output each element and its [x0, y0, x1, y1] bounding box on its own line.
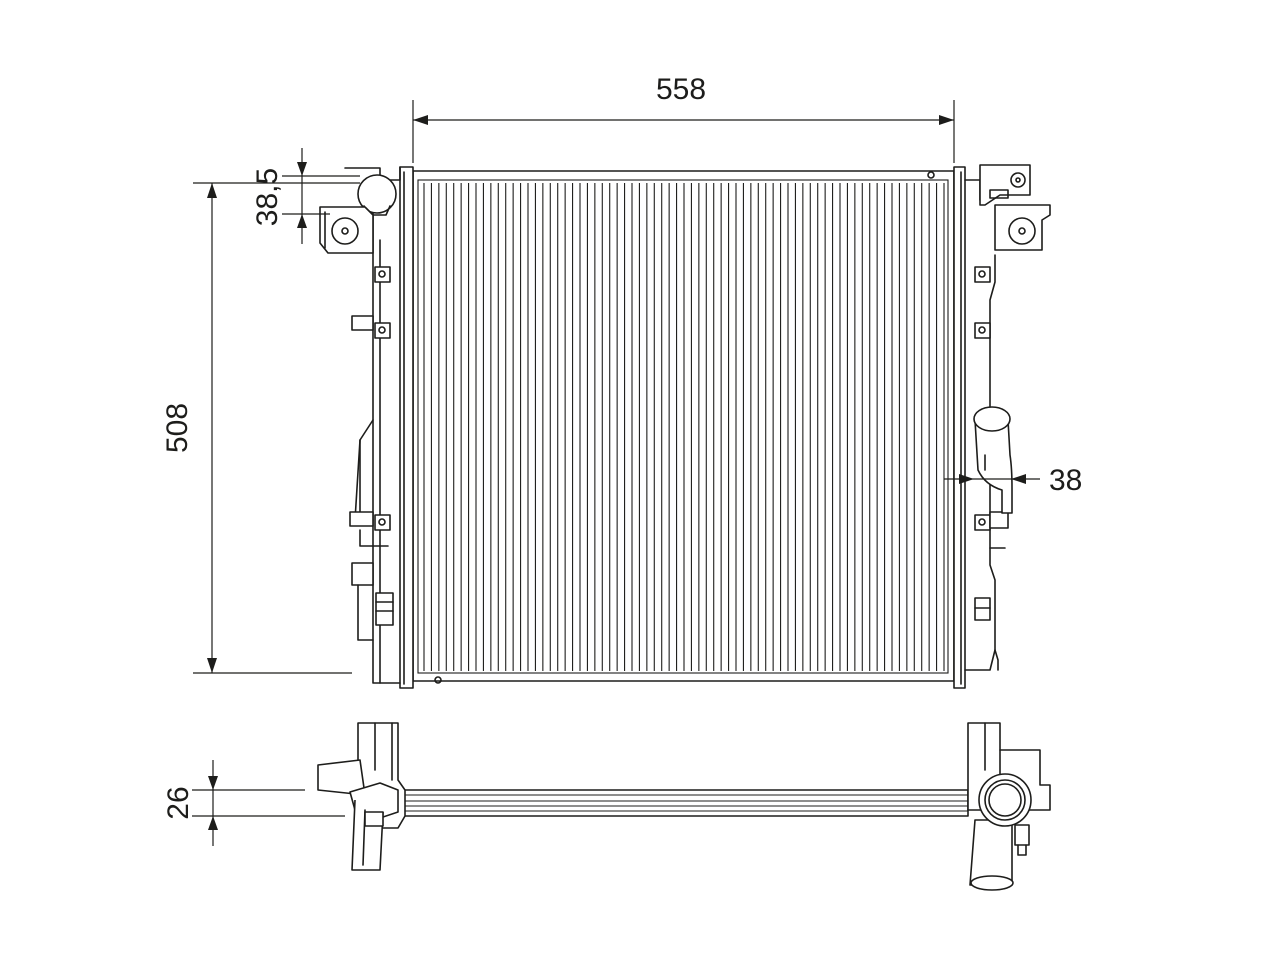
core-fins [423, 183, 945, 671]
left-mount-bracket [319, 206, 374, 254]
outlet-diameter-label: 38 [1049, 464, 1082, 497]
top-view-outlet-port [978, 773, 1032, 827]
radiator-core-inner [417, 179, 949, 674]
right-tank [953, 166, 1009, 689]
height-label: 508 [161, 403, 194, 453]
radiator-top-view [317, 722, 1051, 891]
dimension-outlet-diameter: 38 [944, 464, 1082, 497]
right-mount-bracket [994, 204, 1051, 251]
core-thickness-label: 26 [162, 786, 195, 819]
dimension-core-thickness: 26 [162, 760, 345, 846]
cap-offset-label: 38,5 [251, 168, 284, 226]
right-top-fitting [979, 164, 1031, 206]
dimension-cap-offset: 38,5 [251, 148, 360, 244]
top-view-right-tank [967, 722, 1051, 891]
dimension-width: 558 [412, 73, 955, 163]
top-view-left-tank [317, 722, 406, 871]
width-label: 558 [656, 73, 706, 106]
dimension-height: 508 [161, 182, 360, 674]
core-top-mark [927, 171, 935, 179]
top-view-core [397, 789, 969, 817]
outlet-pipe [973, 406, 1013, 514]
left-tank [344, 166, 414, 689]
core-bottom-mark [434, 676, 442, 684]
radiator-front-view [319, 164, 1051, 689]
